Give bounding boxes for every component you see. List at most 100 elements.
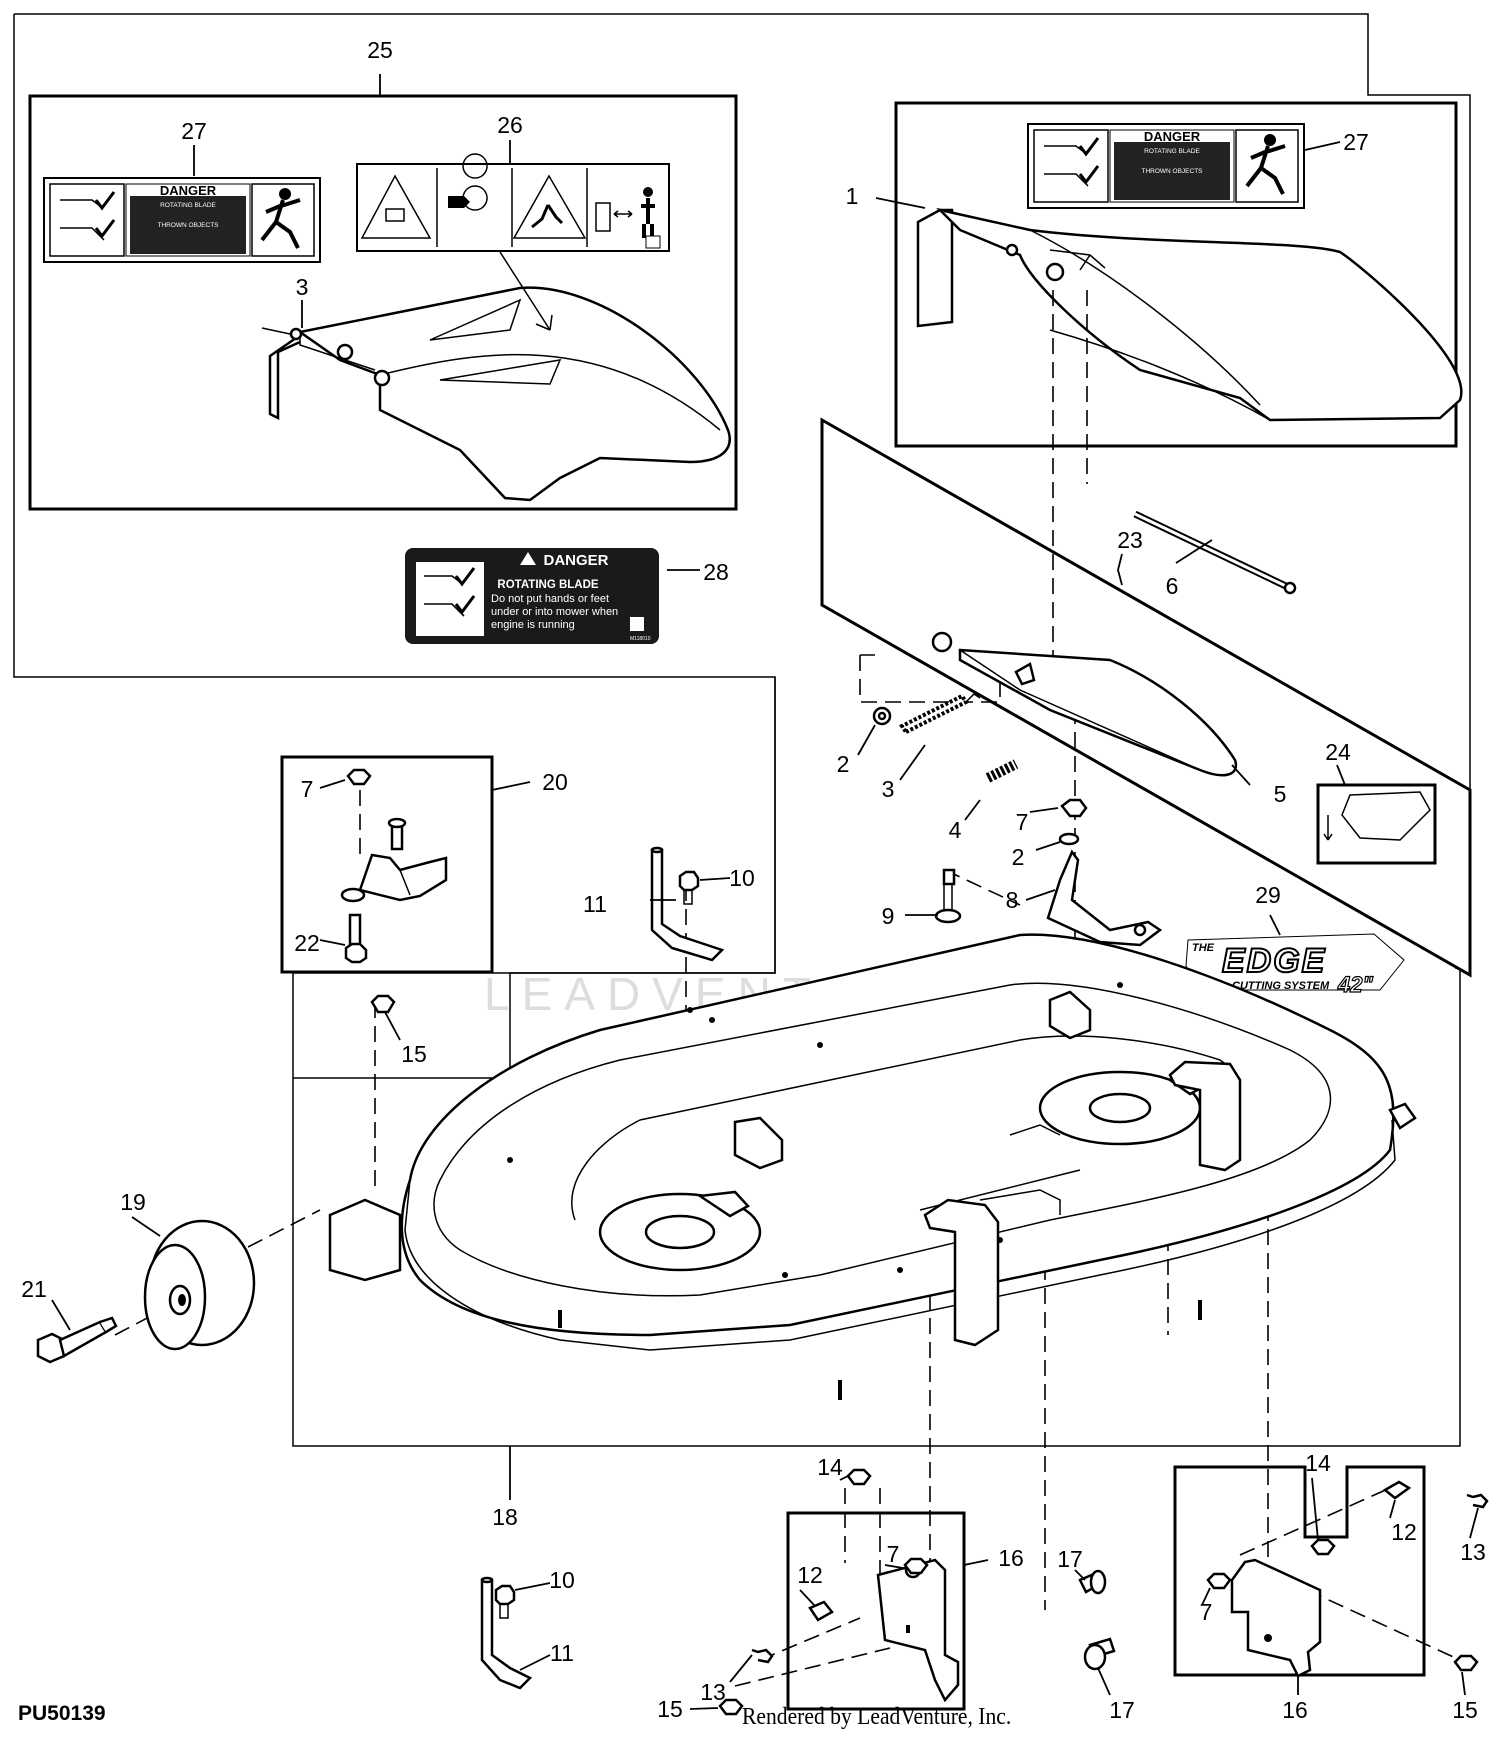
leader-19	[131, 1216, 161, 1237]
callout-4: 4	[949, 817, 962, 843]
callout-20: 20	[542, 769, 568, 795]
callout-17-upper: 17	[1057, 1546, 1083, 1572]
wheel-bracket-left	[718, 1468, 960, 1716]
leader-14-left	[839, 1475, 849, 1481]
leader-15-left	[689, 1707, 719, 1710]
grass-chute-left	[261, 251, 731, 502]
leader-4	[964, 799, 981, 821]
decal-left-thrown: THROWN OBJECTS	[157, 222, 219, 229]
shoulder-bolt-21	[36, 1316, 118, 1364]
callout-16-right: 16	[1282, 1697, 1308, 1723]
callout-5: 5	[1274, 781, 1287, 807]
leader-16-left	[963, 1559, 989, 1566]
callout-19: 19	[120, 1189, 146, 1215]
leader-7-right	[1201, 1587, 1211, 1606]
leader-15-top	[384, 1011, 401, 1041]
decal-danger-left: DANGER ROTATING BLADE THROWN OBJECTS	[43, 177, 321, 263]
callout-16-left: 16	[998, 1545, 1024, 1571]
callout-10-lower: 10	[549, 1567, 575, 1593]
leader-17-lower	[1097, 1667, 1111, 1696]
callout-14-left: 14	[817, 1454, 843, 1480]
discharge-deflector	[931, 631, 1238, 777]
callout-12-left: 12	[797, 1562, 823, 1588]
logo-size: 42"	[1337, 972, 1373, 997]
bolt-9	[934, 868, 962, 924]
decal-28-danger-word: DANGER	[543, 552, 608, 569]
decal-28-line2: under or into mower when	[491, 606, 618, 618]
decal-28-line3: engine is running	[491, 619, 575, 631]
leader-21	[51, 1299, 71, 1331]
leader-2-left	[857, 724, 876, 756]
callout-21: 21	[21, 1276, 47, 1302]
callout-27-right: 27	[1343, 129, 1369, 155]
callout-7-left: 7	[887, 1541, 900, 1567]
leader-7-mid	[1029, 807, 1059, 813]
leader-spring-bracket	[859, 654, 1001, 703]
logo-the: THE	[1192, 942, 1215, 954]
wheel-bracket-right	[1206, 1480, 1489, 1678]
render-credit: Rendered by LeadVenture, Inc.	[742, 1704, 1012, 1730]
leader-7-kit	[319, 779, 346, 789]
callout-15-left: 15	[657, 1696, 683, 1722]
callout-12-right: 12	[1391, 1519, 1417, 1545]
callout-27-left: 27	[181, 118, 207, 144]
decal-28-code: M118010	[630, 636, 651, 642]
callout-1: 1	[846, 183, 859, 209]
callout-9: 9	[882, 903, 895, 929]
box-instruction-label	[1316, 783, 1437, 865]
lift-rod-lower	[480, 1576, 533, 1690]
decal-danger-28: DANGER ROTATING BLADE Do not put hands o…	[405, 548, 659, 644]
decal-right-thrown: THROWN OBJECTS	[1141, 168, 1203, 175]
leader-1	[875, 197, 926, 209]
leader-2-mid	[1035, 841, 1061, 851]
callout-13-right: 13	[1460, 1539, 1486, 1565]
decal-left-rotating: ROTATING BLADE	[160, 202, 216, 209]
nut-15-top	[370, 994, 396, 1014]
leader-17-upper	[1074, 1569, 1086, 1581]
callout-23: 23	[1117, 527, 1143, 553]
leader-7-left	[884, 1564, 904, 1569]
bracket-8-assembly	[1046, 798, 1163, 947]
bracket-kit-parts	[340, 768, 448, 964]
leader-11-lower	[519, 1654, 551, 1671]
leader-10-upper	[699, 877, 731, 881]
decal-28-line1: Do not put hands or feet	[491, 593, 609, 605]
leader-3-mid	[899, 744, 926, 781]
callout-13-left: 13	[700, 1679, 726, 1705]
leader-14-right	[1311, 1477, 1319, 1541]
callout-24: 24	[1325, 739, 1351, 765]
leader-pin-right	[1239, 1487, 1391, 1556]
leader-8	[1025, 889, 1056, 901]
callout-11-lower: 11	[550, 1640, 574, 1666]
leader-22	[319, 939, 346, 946]
leader-20	[491, 781, 531, 791]
callout-28: 28	[703, 559, 729, 585]
decal-danger-right: DANGER ROTATING BLADE THROWN OBJECTS	[1027, 123, 1305, 209]
leader-12-left	[799, 1589, 816, 1607]
leader-23	[1117, 553, 1123, 586]
chute-assembly-right	[916, 207, 1463, 422]
leader-bolt-9	[944, 869, 1021, 906]
leader-5	[1231, 764, 1251, 786]
leader-pin-left	[734, 1617, 891, 1687]
deck-frame-notch	[293, 677, 776, 1079]
box-gauge-wheel-right	[1173, 1465, 1426, 1677]
callout-15-right: 15	[1452, 1697, 1478, 1723]
diagram-id-label: PU50139	[18, 1702, 106, 1725]
callout-6: 6	[1166, 573, 1179, 599]
leader-27-right	[1304, 141, 1341, 151]
spring-kit	[872, 693, 1019, 783]
callout-22: 22	[294, 930, 320, 956]
callout-15-top: 15	[401, 1041, 427, 1067]
edge-cutting-system-logo: THE EDGE CUTTING SYSTEM 42"	[1185, 933, 1405, 998]
callout-18: 18	[492, 1504, 518, 1530]
gauge-wheel	[143, 1219, 256, 1351]
decal-right-danger-word: DANGER	[1144, 129, 1201, 144]
leader-29	[1269, 914, 1281, 936]
leader-6	[1175, 539, 1213, 564]
callout-25: 25	[367, 37, 393, 63]
leader-nut-14-left	[844, 1488, 881, 1578]
decal-warning-pictorials	[356, 153, 670, 252]
leader-10-lower	[514, 1582, 551, 1591]
